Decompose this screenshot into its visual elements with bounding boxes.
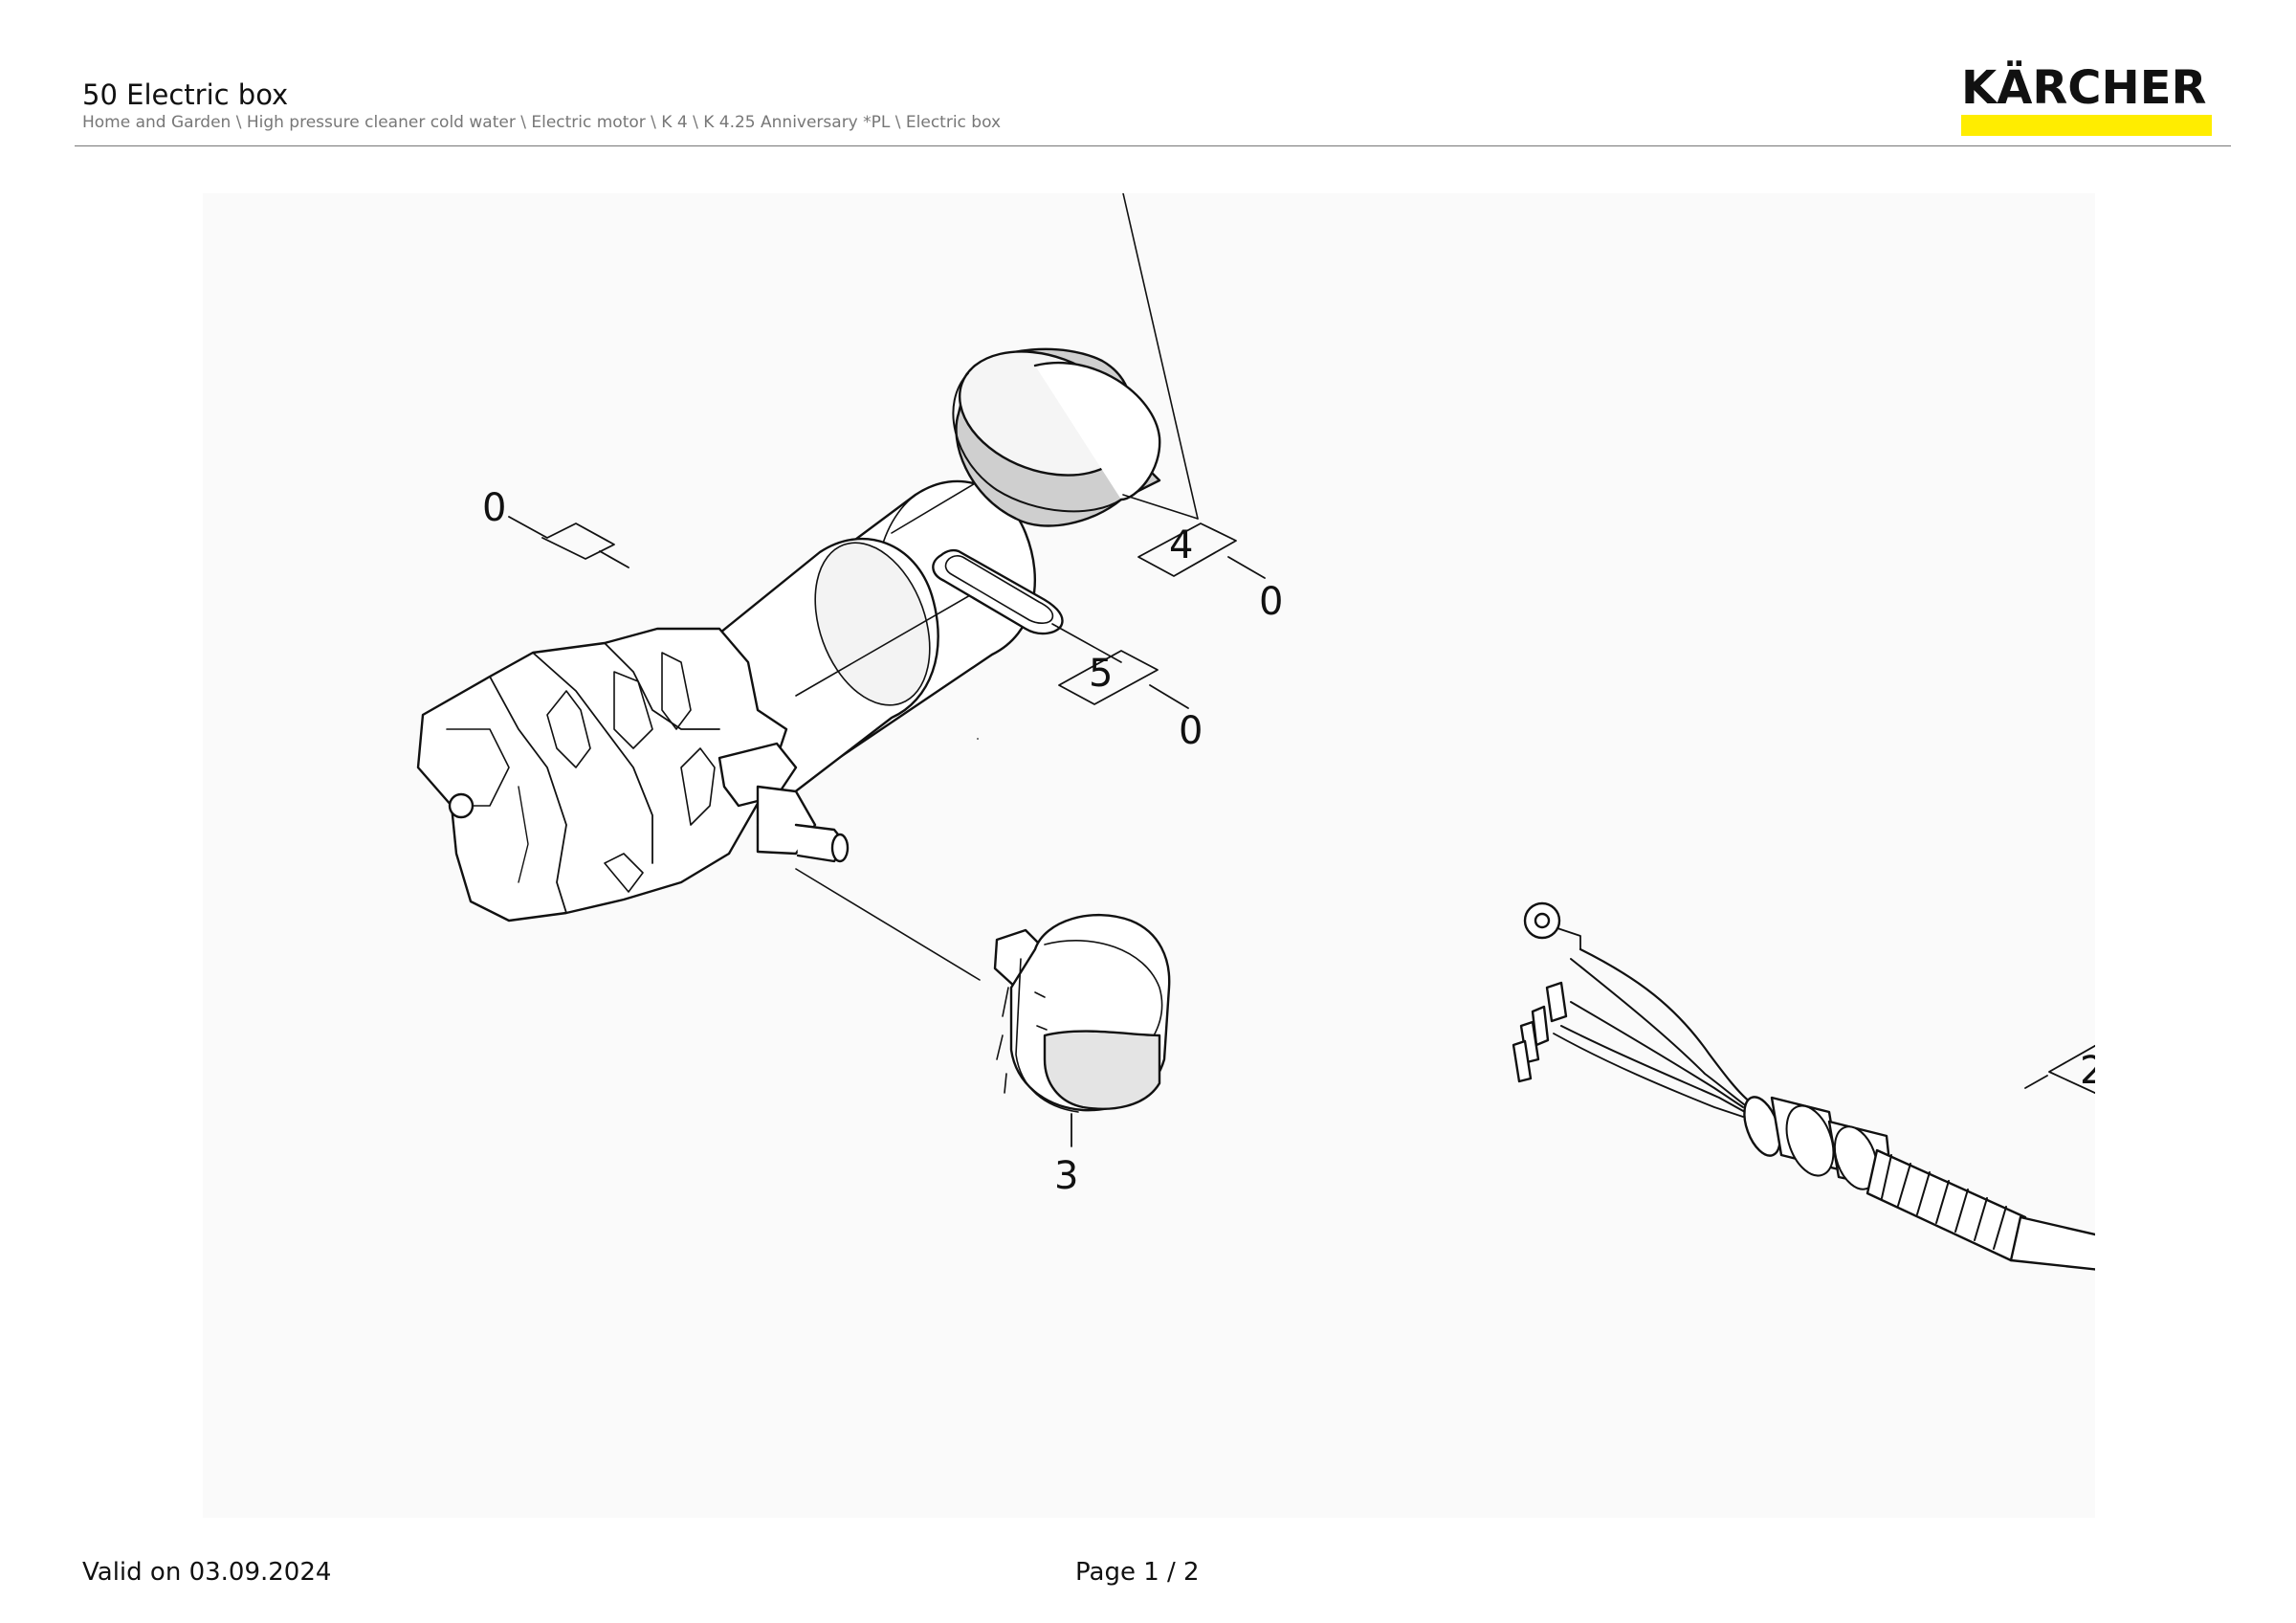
breadcrumb: Home and Garden \ High pressure cleaner … (82, 113, 1002, 132)
callout-seal-qty: 0 (1179, 709, 1203, 753)
motor-housing-assembly: 0 (416, 479, 1036, 923)
switch-knob-part: 3 (993, 913, 1171, 1198)
logo-text: KÄRCHER (1961, 61, 2207, 115)
exploded-parts-diagram: 0 4 0 5 0 (203, 193, 2095, 1518)
page-number: Page 1 / 2 (1075, 1558, 1200, 1587)
callout-sleeve-qty: 0 (1259, 580, 1283, 624)
seal-ring-part: 5 0 (932, 548, 1203, 753)
header-divider (75, 145, 2231, 146)
callout-switch: 3 (1054, 1154, 1078, 1198)
logo-yellow-bar (1961, 115, 2212, 136)
callout-housing: 0 (482, 486, 506, 530)
sleeve-part: 4 0 (952, 193, 1283, 624)
karcher-logo: KÄRCHER (1961, 65, 2212, 138)
callout-seal: 5 (1089, 652, 1113, 696)
callout-cable: 2 (2080, 1049, 2095, 1093)
cable-assembly-part: 2 0 (1512, 901, 2095, 1271)
page-title: 50 Electric box (82, 78, 289, 111)
callout-sleeve: 4 (1169, 523, 1193, 567)
valid-date: Valid on 03.09.2024 (82, 1558, 332, 1587)
